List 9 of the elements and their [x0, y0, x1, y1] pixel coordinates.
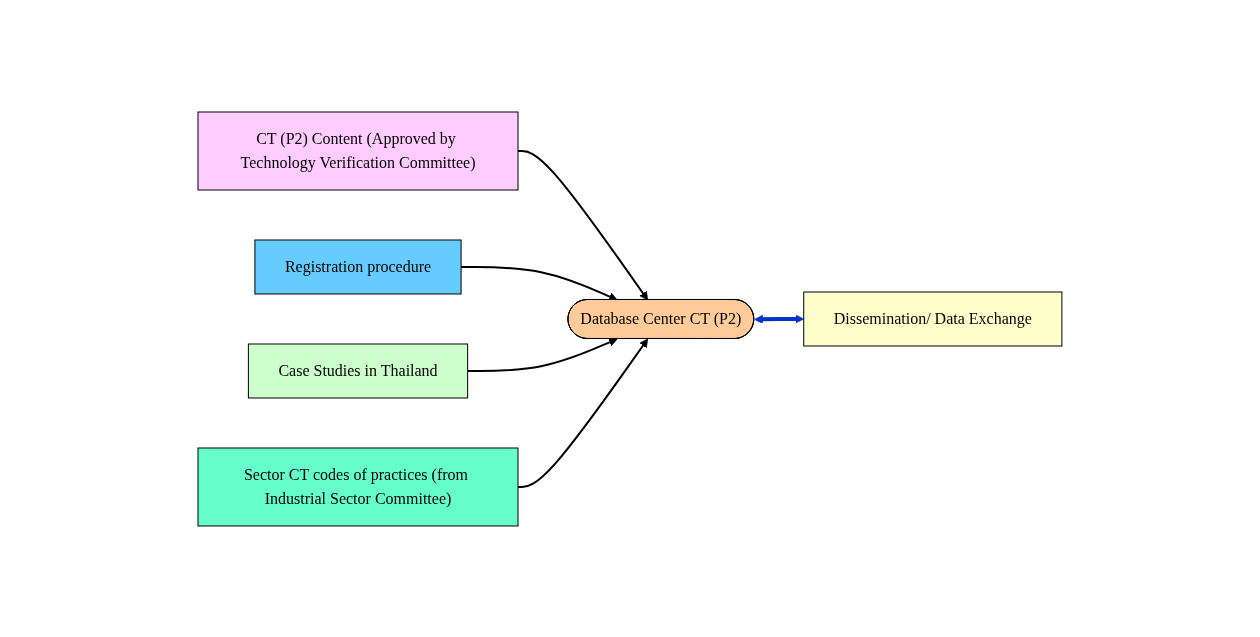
arrow [517, 149, 649, 300]
node-box: Dissemination/ Data Exchange [803, 291, 1063, 346]
node-box: Case Studies in Thailand [247, 343, 469, 398]
node-box: Registration procedure [254, 239, 462, 294]
arrow [517, 338, 649, 488]
node-box: CT (P2) Content (Approved by Technology Verification Committee) [197, 111, 519, 190]
arrow [754, 314, 805, 324]
node-box: Sector CT codes of practices (from Industrial Sector Committee) [197, 447, 519, 526]
arrow [466, 337, 618, 372]
